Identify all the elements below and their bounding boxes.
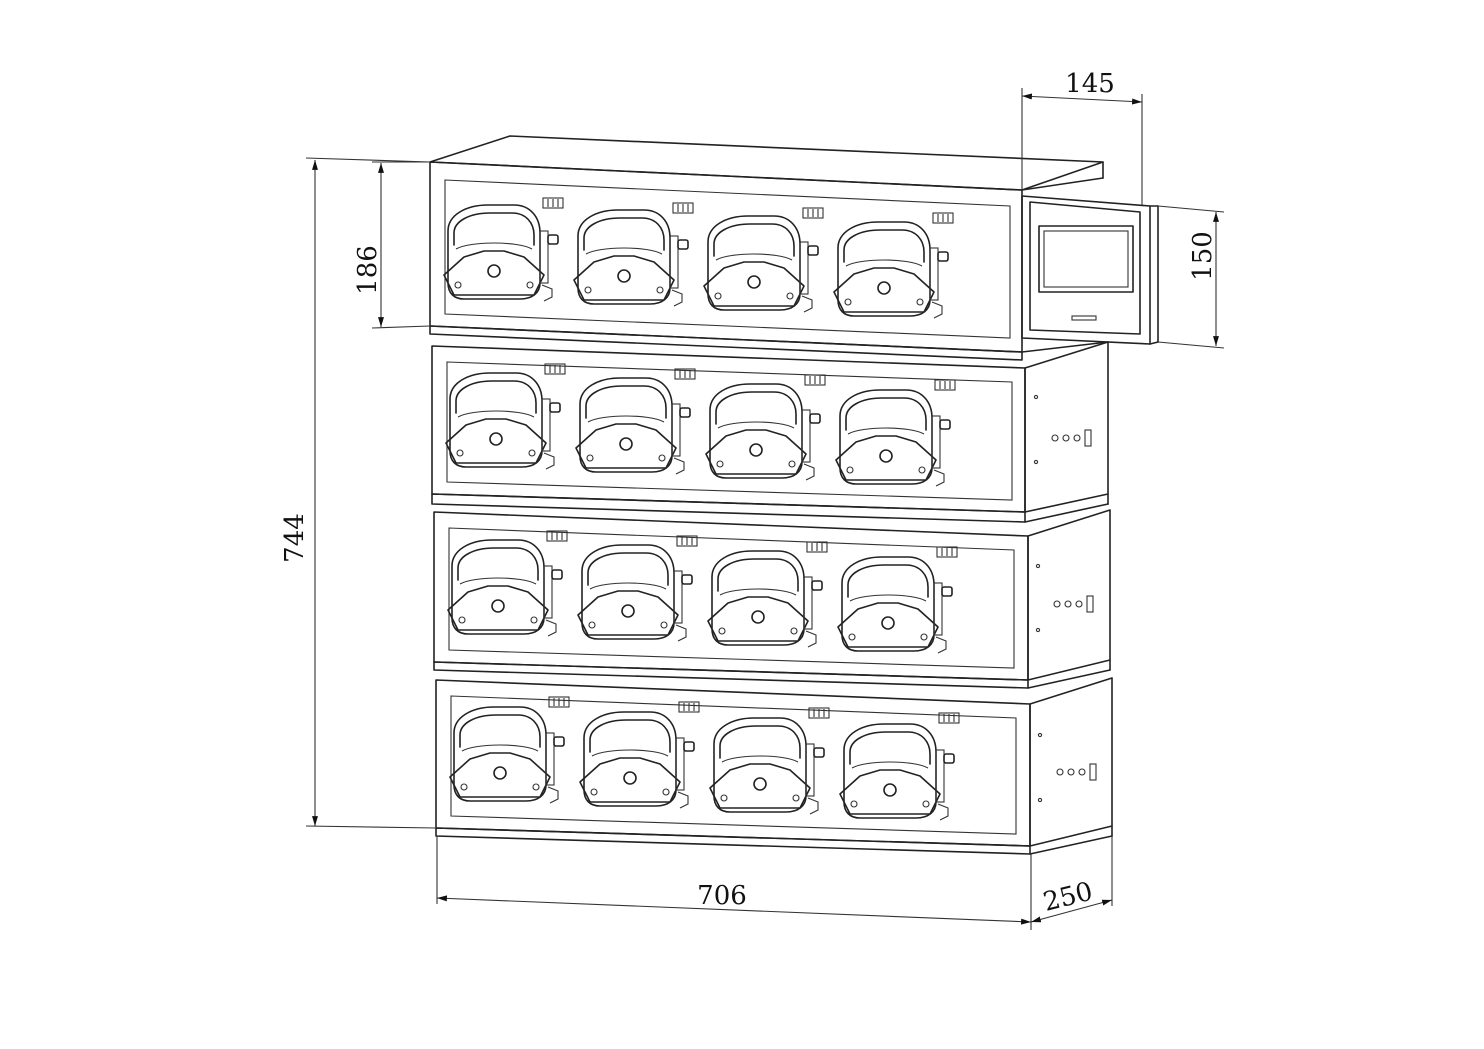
- pump-head-icon: [447, 539, 563, 637]
- pump-row-2: [445, 363, 956, 487]
- pump-head-icon: [443, 204, 559, 302]
- dimension-lines: [305, 88, 1225, 930]
- label-plate-icon: [936, 546, 958, 558]
- module-1: [429, 161, 1023, 361]
- pump-head-icon: [449, 706, 565, 804]
- connector-icon: [1056, 763, 1097, 781]
- rack-cabinet: [429, 135, 1113, 855]
- label-plate-icon: [672, 202, 694, 214]
- label-plate-icon: [934, 379, 956, 391]
- module-4: [435, 677, 1113, 855]
- dimension-label-186: 186: [353, 245, 383, 295]
- label-plate-icon: [548, 696, 570, 708]
- connector-icon: [1051, 429, 1092, 447]
- pump-head-icon: [579, 711, 695, 809]
- display-panel: [1038, 225, 1134, 293]
- pump-row-1: [443, 197, 954, 319]
- pump-head-icon: [573, 209, 689, 307]
- dimension-label-250: 250: [1040, 877, 1095, 918]
- pump-head-icon: [577, 544, 693, 642]
- label-plate-icon: [802, 207, 824, 219]
- dimension-label-145: 145: [1065, 69, 1115, 99]
- pump-row-3: [447, 530, 958, 654]
- dimension-label-706: 706: [697, 881, 747, 911]
- label-plate-icon: [808, 707, 830, 719]
- pump-row-4: [449, 696, 960, 821]
- dimension-label-150: 150: [1188, 231, 1218, 281]
- pump-head-icon: [709, 717, 825, 815]
- pump-head-icon: [703, 215, 819, 313]
- label-plate-icon: [542, 197, 564, 209]
- pump-head-icon: [835, 389, 951, 487]
- dimension-label-744: 744: [280, 513, 310, 563]
- pump-head-icon: [837, 556, 953, 654]
- pump-head-icon: [445, 372, 561, 470]
- pump-head-icon: [705, 383, 821, 481]
- pump-head-icon: [575, 377, 691, 475]
- label-plate-icon: [678, 701, 700, 713]
- label-plate-icon: [932, 212, 954, 224]
- connector-icon: [1053, 595, 1094, 613]
- label-plate-icon: [938, 712, 960, 724]
- pump-head-icon: [707, 550, 823, 648]
- pump-head-icon: [833, 221, 949, 319]
- control-screen: [1021, 195, 1159, 345]
- label-plate-icon: [804, 374, 826, 386]
- pump-head-icon: [839, 723, 955, 821]
- label-plate-icon: [806, 541, 828, 553]
